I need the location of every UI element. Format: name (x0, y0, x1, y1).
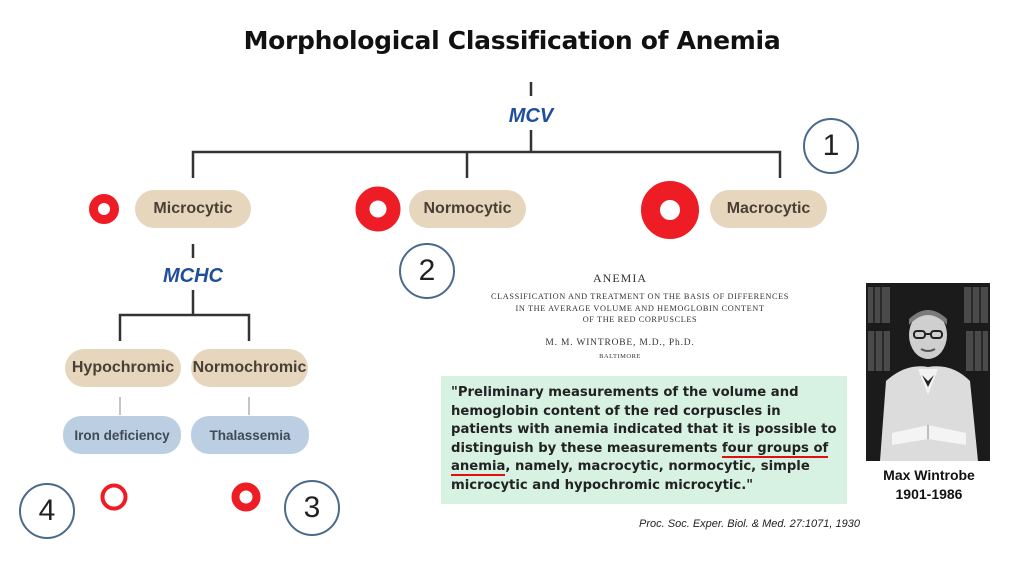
hypochromic-pill: Hypochromic (65, 349, 181, 387)
paper-subtitle: CLASSIFICATION AND TREATMENT ON THE BASI… (440, 291, 840, 326)
group-number-badge: 1 (803, 118, 859, 174)
group-number-badge: 3 (284, 480, 340, 536)
quote-box: "Preliminary measurements of the volume … (441, 376, 847, 504)
iron-deficiency-pill: Iron deficiency (63, 416, 181, 454)
pale-red-cell-icon (100, 483, 128, 511)
small-red-cell-icon (89, 194, 119, 224)
quote-highlight: four groups of anemia (451, 440, 829, 476)
paper-author: M. M. WINTROBE, M.D., Ph.D. (545, 338, 695, 348)
thalassemia-pill: Thalassemia (191, 416, 309, 454)
normocytic-pill: Normocytic (409, 190, 526, 228)
citation: Proc. Soc. Exper. Biol. & Med. 27:1071, … (639, 518, 860, 530)
quote-text-end: , namely, macrocytic, normocytic, simple… (451, 459, 810, 493)
paper-subtitle-line: CLASSIFICATION AND TREATMENT ON THE BASI… (491, 292, 789, 301)
normochromic-pill: Normochromic (191, 349, 308, 387)
page-title: Morphological Classification of Anemia (243, 26, 781, 55)
quote-text: "Preliminary measurements of the volume … (451, 385, 837, 456)
mchc-label: MCHC (163, 265, 223, 287)
target-red-cell-icon (231, 482, 261, 512)
paper-subtitle-line: IN THE AVERAGE VOLUME AND HEMOGLOBIN CON… (515, 303, 765, 313)
portrait-photo (866, 283, 990, 461)
person-name: Max Wintrobe (883, 467, 975, 483)
paper-heading: ANEMIA (593, 271, 647, 285)
paper-subtitle-line: OF THE RED CORPUSCLES (582, 315, 698, 324)
person-caption: Max Wintrobe 1901-1986 (870, 466, 988, 504)
paper-location: BALTIMORE (599, 353, 641, 360)
medium-red-cell-icon (355, 186, 401, 232)
macrocytic-pill: Macrocytic (710, 190, 827, 228)
person-years: 1901-1986 (895, 486, 963, 502)
group-number-badge: 2 (399, 243, 455, 299)
mcv-label: MCV (508, 105, 554, 127)
group-number-badge: 4 (19, 483, 75, 539)
large-red-cell-icon (641, 181, 699, 239)
microcytic-pill: Microcytic (135, 190, 251, 228)
